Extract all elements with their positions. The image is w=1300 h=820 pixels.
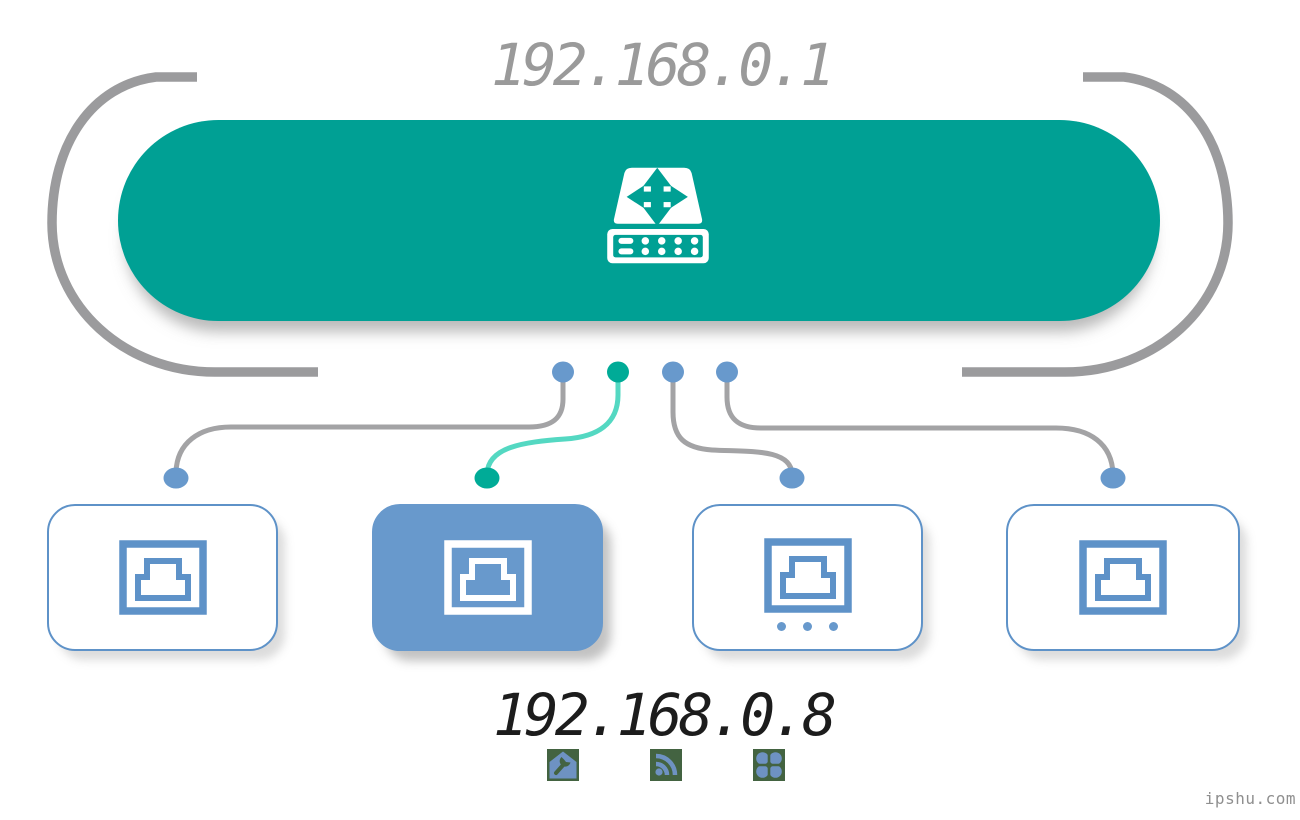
port-connector-dot-1 <box>163 467 189 489</box>
ethernet-port-icon <box>763 538 852 613</box>
ethernet-port-card-1 <box>47 504 278 651</box>
router-connector-dot-2-active <box>607 361 629 383</box>
network-switch-icon <box>607 167 709 264</box>
site-watermark[interactable]: ipshu.com <box>1204 789 1296 808</box>
ethernet-port-icon <box>443 540 532 615</box>
home-config-icon[interactable] <box>547 749 579 781</box>
router-connector-dot-4 <box>716 361 738 383</box>
ethernet-port-card-2-active <box>372 504 603 651</box>
ethernet-port-icon <box>118 540 207 615</box>
device-service-icons <box>547 749 785 781</box>
router-connector-dot-1 <box>552 361 574 383</box>
device-ip-label: 192.168.0.8 <box>492 681 837 749</box>
clover-icon[interactable] <box>753 749 785 781</box>
port-connector-dot-4 <box>1100 467 1126 489</box>
wire-port-2-active <box>484 377 621 475</box>
wifi-signal-icon[interactable] <box>650 749 682 781</box>
ethernet-port-card-3 <box>692 504 923 651</box>
port-connector-dot-3 <box>779 467 805 489</box>
wire-port-1 <box>173 377 566 473</box>
ethernet-port-icon <box>1079 540 1167 615</box>
more-ports-ellipsis-icon <box>777 622 838 631</box>
router-ip-label: 192.168.0.1 <box>490 31 835 99</box>
port-connector-dot-2-active <box>474 467 500 489</box>
router-node <box>118 120 1160 321</box>
router-connector-dot-3 <box>662 361 684 383</box>
wire-port-3 <box>670 377 795 475</box>
wire-port-4 <box>724 377 1116 475</box>
ethernet-port-card-4 <box>1006 504 1240 651</box>
